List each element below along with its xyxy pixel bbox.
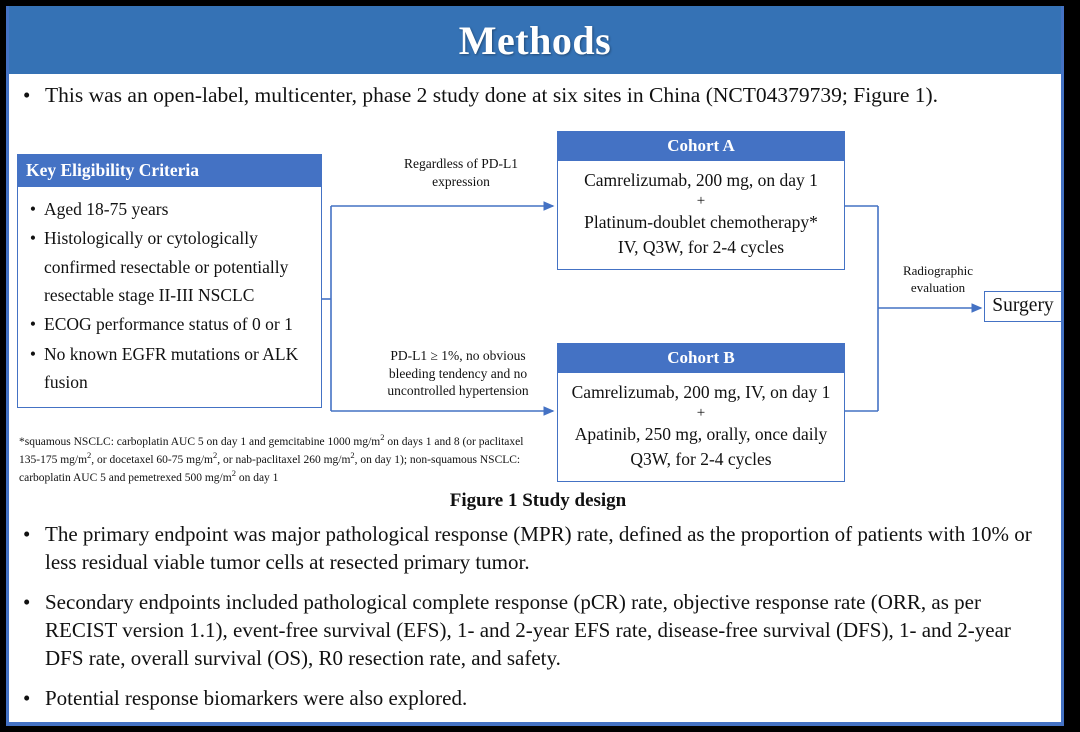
- list-item-label: ECOG performance status of 0 or 1: [44, 314, 293, 335]
- list-item: • ECOG performance status of 0 or 1: [22, 310, 315, 338]
- cohort-a-box: Cohort A Camrelizumab, 200 mg, on day 1 …: [557, 131, 845, 270]
- list-item: • The primary endpoint was major patholo…: [23, 521, 1049, 577]
- cohort-b-line-1: Camrelizumab, 200 mg, IV, on day 1: [571, 382, 831, 402]
- bullet-marker-icon: •: [29, 314, 37, 335]
- primary-endpoint-text: The primary endpoint was major pathologi…: [45, 522, 1032, 574]
- bullet-marker-icon: •: [23, 685, 31, 710]
- list-item: • No known EGFR mutations or ALK fusion: [22, 340, 315, 397]
- bullet-marker-icon: •: [29, 199, 37, 219]
- chemo-footnote: *squamous NSCLC: carboplatin AUC 5 on da…: [19, 432, 524, 485]
- cohort-b-box: Cohort B Camrelizumab, 200 mg, IV, on da…: [557, 343, 845, 482]
- cohort-a-line-2: Platinum-doublet chemotherapy*: [584, 211, 818, 232]
- slide-title-bar: Methods: [9, 6, 1061, 74]
- endpoints-list: • The primary endpoint was major patholo…: [23, 521, 1049, 722]
- connector-label-bottom: PD-L1 ≥ 1%, no obvious bleeding tendency…: [387, 348, 529, 399]
- list-item: • Potential response biomarkers were als…: [23, 685, 1049, 713]
- list-item-label: Histologically or cytologically confirme…: [44, 228, 289, 306]
- list-item: • Histologically or cytologically confir…: [22, 224, 315, 309]
- cohort-a-line-3: IV, Q3W, for 2-4 cycles: [617, 236, 785, 257]
- bullet-marker-icon: •: [23, 589, 31, 614]
- figure-caption: Figure 1 Study design: [449, 490, 627, 511]
- cohort-b-body: Camrelizumab, 200 mg, IV, on day 1 + Apa…: [558, 373, 844, 481]
- secondary-endpoint-text: Secondary endpoints included pathologica…: [45, 589, 1011, 670]
- connector-label-radiographic: Radiographic evaluation: [902, 263, 974, 295]
- plus-icon: +: [696, 192, 706, 209]
- biomarkers-text: Potential response biomarkers were also …: [45, 685, 468, 710]
- cohort-a-body: Camrelizumab, 200 mg, on day 1 + Platinu…: [558, 161, 844, 269]
- list-item-label: No known EGFR mutations or ALK fusion: [44, 343, 299, 393]
- cohort-a-header: Cohort A: [558, 132, 844, 161]
- flow-connectors: [322, 201, 983, 416]
- bullet-marker-icon: •: [29, 228, 37, 249]
- study-design-figure: Key Eligibility Criteria • Aged 18-75 ye…: [9, 121, 1061, 501]
- eligibility-list: • Aged 18-75 years • Histologically or c…: [18, 187, 321, 407]
- list-item: • Secondary endpoints included pathologi…: [23, 589, 1049, 673]
- cohort-a-line-1: Camrelizumab, 200 mg, on day 1: [584, 170, 818, 190]
- page-title: Methods: [458, 17, 612, 63]
- bullet-marker-icon: •: [23, 83, 31, 107]
- cohort-b-header: Cohort B: [558, 344, 844, 373]
- bullet-marker-icon: •: [23, 522, 31, 546]
- plus-icon: +: [696, 404, 706, 421]
- slide-canvas: Methods • This was an open-label, multic…: [6, 6, 1064, 726]
- cohort-b-line-3: Q3W, for 2-4 cycles: [630, 448, 772, 469]
- list-item: • Aged 18-75 years: [22, 195, 315, 223]
- cohort-b-line-2: Apatinib, 250 mg, orally, once daily: [574, 423, 828, 444]
- intro-bullet: • This was an open-label, multicenter, p…: [23, 82, 1043, 109]
- bullet-marker-icon: •: [29, 343, 37, 364]
- eligibility-criteria-box: Key Eligibility Criteria • Aged 18-75 ye…: [17, 154, 322, 409]
- list-item-label: Aged 18-75 years: [44, 199, 169, 219]
- surgery-box: Surgery: [984, 291, 1061, 322]
- eligibility-header: Key Eligibility Criteria: [18, 155, 321, 187]
- connector-label-top: Regardless of PD-L1 expression: [404, 156, 518, 189]
- intro-bullet-text: This was an open-label, multicenter, pha…: [45, 83, 939, 107]
